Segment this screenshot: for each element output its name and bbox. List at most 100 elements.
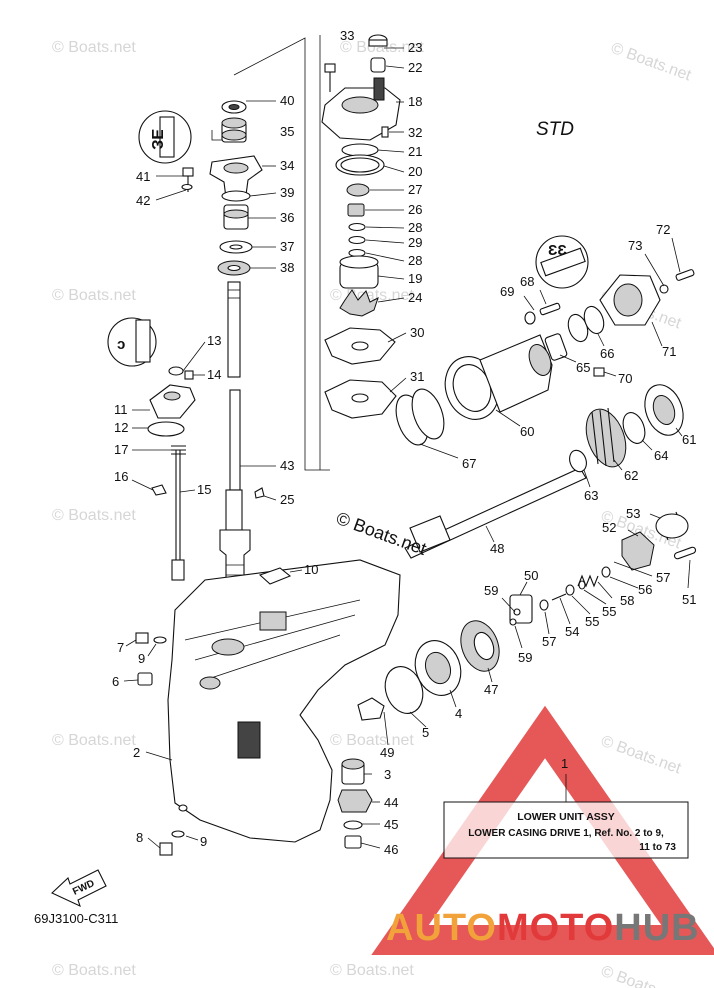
part-10-shape: [258, 567, 292, 585]
callout-40: 40: [280, 93, 294, 108]
callout-23: 23: [408, 40, 422, 55]
callout-56: 56: [638, 582, 652, 597]
info-box-line1: LOWER CASING DRIVE 1, Ref. No. 2 to 9,: [468, 828, 664, 839]
pinion-assembly: [337, 697, 385, 849]
part-28-shape: [348, 248, 366, 258]
callout-45: 45: [384, 817, 398, 832]
brand-part-2: MOTO: [497, 907, 614, 949]
callout-55: 55: [602, 604, 616, 619]
callout-72: 72: [656, 222, 670, 237]
callout-39: 39: [280, 185, 294, 200]
part-59-shape: [509, 618, 517, 626]
callout-26: 26: [408, 202, 422, 217]
callout-51: 51: [682, 592, 696, 607]
part-73-shape: [659, 284, 669, 294]
diagram-code: 69J3100-C311: [34, 911, 118, 926]
callout-50: 50: [524, 568, 538, 583]
callout-28: 28: [408, 220, 422, 235]
part-43-shaft-mid: [229, 389, 241, 491]
callout-63: 63: [584, 488, 598, 503]
callout-36: 36: [280, 210, 294, 225]
callout-4: 4: [455, 706, 462, 721]
watermark: © Boats.net: [340, 39, 424, 56]
callout-15: 15: [197, 482, 211, 497]
part-12-shape: [147, 421, 185, 437]
callout-68: 68: [520, 274, 534, 289]
callout-14: 14: [207, 367, 221, 382]
part-9-shape: [153, 636, 167, 644]
part-25-shape: [254, 487, 265, 499]
part-72-shape: [675, 269, 695, 281]
watermark: © Boats.net: [609, 40, 694, 85]
callout-73: 73: [628, 238, 642, 253]
callout-10: 10: [304, 562, 318, 577]
propeller-shaft-assembly: ƐƐ: [384, 235, 697, 714]
part-44-shape: [337, 789, 373, 813]
callout-71: 71: [662, 344, 676, 359]
water-pump-assembly: [321, 34, 401, 419]
watermark: © Boats.net: [52, 962, 136, 979]
part-57-shape: [539, 599, 549, 611]
part-24-shape: [339, 289, 379, 317]
part-8-shape: [159, 842, 173, 856]
info-box-line2: 11 to 73: [639, 842, 676, 853]
callout-20: 20: [408, 164, 422, 179]
callout-57: 57: [542, 634, 556, 649]
watermark: © Boats.net: [52, 39, 136, 56]
info-box-frame: [443, 801, 689, 859]
fwd-arrow: FWD: [51, 869, 107, 908]
part-41-shape: [182, 167, 194, 177]
part-56-shape: [601, 566, 611, 578]
callout-41: 41: [136, 169, 150, 184]
part-43-shaft-upper: [227, 281, 241, 378]
callout-29: 29: [408, 235, 422, 250]
callout-60: 60: [520, 424, 534, 439]
callout-34: 34: [280, 158, 294, 173]
part-42-shape: [181, 183, 193, 191]
callout-46: 46: [384, 842, 398, 857]
part-7-shape: [135, 632, 149, 644]
brand-wordmark: AUTOMOTOHUB: [386, 907, 699, 949]
callout-21: 21: [408, 144, 422, 159]
drive-shaft-bracket: [233, 37, 330, 471]
variant-label: STD: [536, 119, 574, 140]
lower-casing: [135, 559, 401, 856]
part-52-shape: [621, 531, 655, 571]
watermark: © Boats.net: [330, 732, 414, 749]
callout-17: 17: [114, 442, 128, 457]
part-28-shape: [348, 222, 366, 232]
callout-11: 11: [114, 402, 128, 417]
part-70-shape: [593, 367, 605, 377]
part-27-shape: [346, 183, 370, 197]
info-box: 1 LOWER UNIT ASSY LOWER CASING DRIVE 1, …: [443, 756, 689, 859]
info-box-number: 1: [561, 756, 568, 771]
part-55-shape: [565, 584, 575, 596]
callout-2: 2: [133, 745, 140, 760]
callout-27: 27: [408, 182, 422, 197]
part-11-shape: [149, 384, 196, 419]
part-58-shape: [577, 574, 599, 588]
callout-22: 22: [408, 60, 422, 75]
leader-lines: [123, 47, 691, 849]
part-33-shape: [324, 63, 336, 73]
callout-28: 28: [408, 253, 422, 268]
callout-62: 62: [624, 468, 638, 483]
callout-49: 49: [380, 745, 394, 760]
info-box-title: LOWER UNIT ASSY: [517, 811, 615, 823]
part-22-shape: [370, 57, 386, 73]
callout-57: 57: [656, 570, 670, 585]
part-65-shape: [544, 333, 568, 361]
callout-13: 13: [207, 333, 221, 348]
part-26-shape: [347, 203, 365, 217]
callout-44: 44: [384, 795, 398, 810]
shift-rod-assembly: ɔ: [107, 317, 196, 581]
callout-69: 69: [500, 284, 514, 299]
part-16-shape: [151, 484, 167, 496]
callout-58: 58: [620, 593, 634, 608]
callout-38: 38: [280, 260, 294, 275]
callout-54: 54: [565, 624, 579, 639]
callout-42: 42: [136, 193, 150, 208]
callout-19: 19: [408, 271, 422, 286]
part-64-shape: [622, 412, 646, 444]
